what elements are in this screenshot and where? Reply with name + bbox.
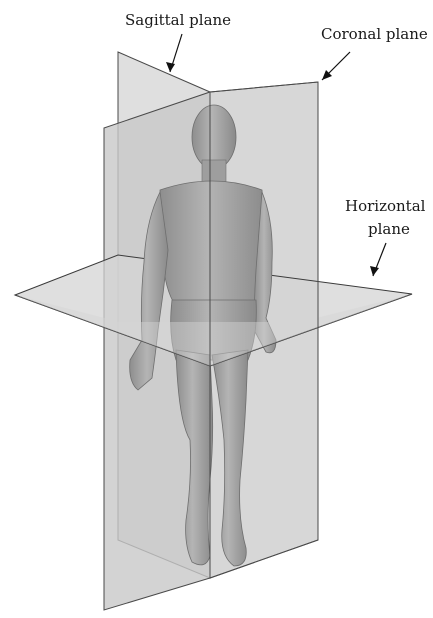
coronal-plane-label: Coronal plane	[321, 25, 428, 43]
coronal-arrow	[322, 52, 350, 80]
torso	[160, 181, 266, 306]
sagittal-arrow	[166, 34, 182, 72]
horizontal-plane-label-line1: Horizontal	[345, 197, 425, 215]
sagittal-plane-label: Sagittal plane	[125, 11, 231, 29]
horizontal-arrow	[370, 243, 386, 276]
head	[192, 105, 236, 169]
horizontal-plane-label-line2: plane	[368, 220, 410, 238]
